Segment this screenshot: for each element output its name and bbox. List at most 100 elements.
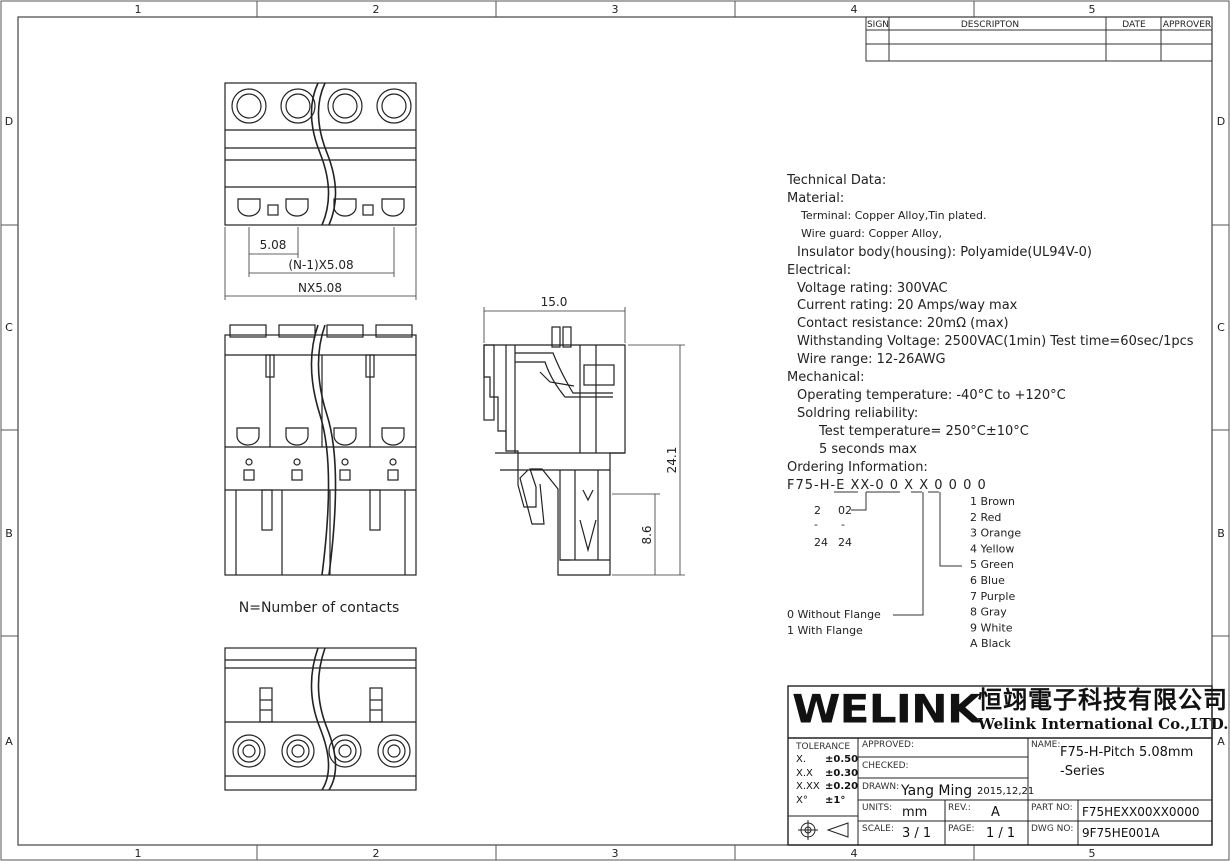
tolerance-key: X.	[796, 754, 807, 765]
tolerance-value: ±0.20	[825, 781, 859, 792]
color-code-item: A Black	[970, 637, 1011, 650]
approved-label: APPROVED:	[862, 740, 914, 750]
col-label-bottom-3: 3	[612, 847, 619, 860]
technical-data-line: Mechanical:	[787, 370, 865, 385]
col-label-bottom-5: 5	[1089, 847, 1096, 860]
color-code-item: 9 White	[970, 621, 1013, 634]
col-label-bottom-4: 4	[851, 847, 858, 860]
technical-data-title: Technical Data:	[787, 173, 887, 188]
col-label-top-1: 1	[135, 3, 142, 16]
dim-total: NX5.08	[298, 281, 342, 295]
connector-top-view	[224, 82, 417, 226]
tolerance-value: ±1°	[825, 794, 846, 806]
scale-label: SCALE:	[862, 824, 894, 834]
pin-table-min-a: 2	[814, 504, 821, 517]
connector-front-view	[224, 324, 417, 576]
col-label-top-2: 2	[373, 3, 380, 16]
pin-table-max-b: 24	[838, 536, 852, 549]
dim-width: 15.0	[541, 295, 568, 309]
tolerance-value: ±0.30	[825, 767, 859, 779]
technical-data-line: Operating temperature: -40°C to +120°C	[797, 387, 1066, 403]
technical-data-line: Material:	[787, 191, 845, 206]
dwg-no-value: 9F75HE001A	[1082, 826, 1160, 840]
col-label-top-3: 3	[612, 3, 619, 16]
company-name-cn: 恒翊電子科技有限公司	[978, 685, 1228, 714]
row-label-left-b: B	[5, 527, 13, 540]
technical-data-line: Test temperature= 250°C±10°C	[819, 423, 1029, 439]
name-label: NAME:	[1031, 740, 1061, 750]
scale-value: 3 / 1	[902, 826, 932, 841]
technical-data-line: Electrical:	[787, 262, 852, 278]
flange-option-0: 0 Without Flange	[787, 608, 881, 621]
flange-option-1: 1 With Flange	[787, 624, 863, 637]
top-view-dimensions	[224, 227, 417, 300]
rev-value: A	[991, 805, 1000, 820]
connector-side-view	[483, 326, 626, 576]
row-label-right-a: A	[1217, 735, 1225, 748]
revision-table	[865, 16, 1213, 62]
side-view-dimensions	[483, 307, 685, 576]
page-value: 1 / 1	[986, 826, 1016, 841]
rev-header-approver: APPROVER	[1163, 20, 1211, 30]
technical-data-line: Contact resistance: 20mΩ (max)	[797, 316, 1009, 332]
pin-table-sep-a: -	[814, 518, 818, 531]
drawing-name-line1: F75-H-Pitch 5.08mm	[1060, 745, 1194, 760]
technical-data-line: Insulator body(housing): Polyamide(UL94V…	[797, 244, 1092, 260]
drawn-label: DRAWN:	[862, 782, 900, 792]
drawn-date: 2015,12,21	[977, 786, 1035, 797]
drawn-by: Yang Ming	[901, 783, 973, 799]
row-label-left-c: C	[5, 321, 13, 334]
units-label: UNITS:	[862, 803, 893, 813]
dim-pin: 8.6	[640, 525, 654, 544]
pin-table-sep-b: -	[841, 518, 845, 531]
drawing-name-line2: -Series	[1060, 764, 1105, 779]
ordering-code: F75-H-E XX-0 0 X X 0 0 0 0	[787, 478, 987, 493]
technical-data-line: Current rating: 20 Amps/way max	[797, 298, 1018, 314]
row-label-left-d: D	[5, 115, 13, 128]
col-label-bottom-1: 1	[135, 847, 142, 860]
row-label-left-a: A	[5, 735, 13, 748]
company-name-en: Welink International Co.,LTD.	[978, 715, 1229, 733]
color-code-item: 8 Gray	[970, 606, 1007, 619]
color-code-item: 1 Brown	[970, 495, 1015, 508]
tolerance-key: X.XX	[796, 781, 820, 792]
contacts-note: N=Number of contacts	[239, 600, 400, 616]
tolerance-label: TOLERANCE	[796, 742, 851, 752]
technical-data-line: Wire range: 12-26AWG	[797, 352, 946, 368]
row-label-right-d: D	[1217, 115, 1225, 128]
inner-frame	[17, 16, 1213, 846]
color-code-item: 3 Orange	[970, 527, 1021, 540]
rev-header-description: DESCRIPTON	[961, 20, 1019, 30]
units-value: mm	[902, 805, 928, 820]
technical-data-line: Soldring reliability:	[797, 405, 919, 421]
tolerance-key: X°	[796, 794, 808, 806]
technical-data-line: Withstanding Voltage: 2500VAC(1min) Test…	[797, 334, 1194, 350]
color-code-item: 6 Blue	[970, 574, 1005, 587]
color-code-item: 4 Yellow	[970, 542, 1014, 555]
technical-data-line: 5 seconds max	[819, 441, 917, 457]
pin-table-max-a: 24	[814, 536, 828, 549]
dim-pitch: 5.08	[260, 238, 287, 252]
page-label: PAGE:	[948, 824, 975, 834]
dwg-no-label: DWG NO:	[1031, 824, 1074, 834]
part-no-value: F75HEXX00XX0000	[1082, 805, 1200, 819]
connector-bottom-view	[224, 647, 417, 791]
col-label-top-4: 4	[851, 3, 858, 16]
technical-data-line: Voltage rating: 300VAC	[797, 280, 948, 296]
color-code-item: 5 Green	[970, 558, 1014, 571]
dim-height: 24.1	[665, 447, 679, 474]
checked-label: CHECKED:	[862, 761, 909, 771]
technical-data-line: Wire guard: Copper Alloy,	[801, 226, 942, 240]
tolerance-value: ±0.50	[825, 754, 859, 765]
col-label-bottom-2: 2	[373, 847, 380, 860]
technical-data-line: Terminal: Copper Alloy,Tin plated.	[801, 208, 987, 222]
technical-data-line: Ordering Information:	[787, 459, 928, 475]
company-logo: WELINK	[792, 686, 981, 733]
pin-table-min-b: 02	[838, 504, 852, 517]
color-code-item: 2 Red	[970, 511, 1001, 524]
rev-label: REV.:	[948, 803, 971, 813]
row-label-right-b: B	[1217, 527, 1225, 540]
dim-span: (N-1)X5.08	[288, 258, 353, 272]
